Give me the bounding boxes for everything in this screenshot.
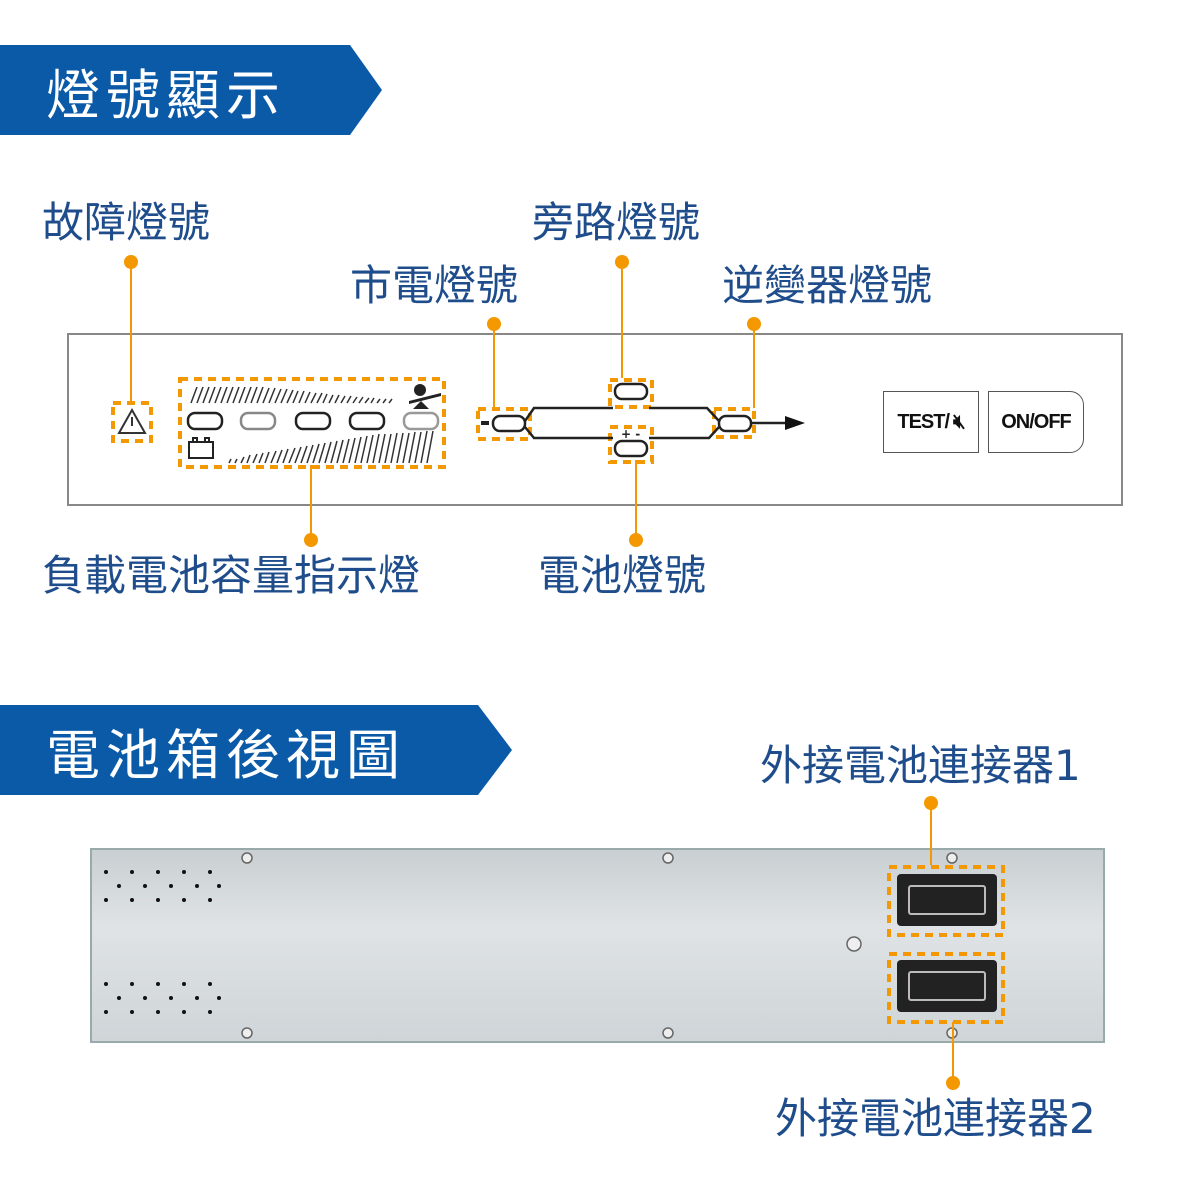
output-arrow-icon bbox=[785, 416, 805, 430]
label-fault: 故障燈號 bbox=[42, 198, 211, 247]
connector-1-highlight bbox=[887, 865, 1005, 937]
panel-diagram: + - bbox=[111, 377, 805, 469]
inverter-highlight bbox=[712, 407, 756, 439]
speaker-mute-icon: 🔇︎ bbox=[953, 410, 966, 433]
label-connector-2: 外接電池連接器2 bbox=[775, 1094, 1096, 1143]
front-panel: + - TEST/🔇︎ ON/OFF bbox=[67, 333, 1123, 506]
label-connector-1: 外接電池連接器1 bbox=[760, 741, 1081, 790]
vent-holes bbox=[104, 870, 221, 1014]
banner-arrow bbox=[350, 45, 382, 135]
battery-icon bbox=[188, 437, 214, 459]
dot-mains bbox=[487, 317, 501, 331]
load-bar-hatch bbox=[190, 386, 434, 464]
dot-fault bbox=[124, 255, 138, 269]
flow-diagram bbox=[481, 382, 785, 458]
section-banner-indicators: 燈號顯示 bbox=[0, 45, 350, 135]
dot-inverter bbox=[747, 317, 761, 331]
dot-connector-2 bbox=[946, 1076, 960, 1090]
bypass-highlight bbox=[608, 378, 654, 409]
section-title: 燈號顯示 bbox=[46, 63, 286, 127]
label-inverter: 逆變器燈號 bbox=[722, 261, 933, 310]
load-battery-highlight bbox=[178, 377, 446, 469]
section-title: 電池箱後視圖 bbox=[46, 723, 406, 787]
leader-connector-1 bbox=[930, 803, 932, 865]
battery-box-rear bbox=[90, 848, 1105, 1043]
leader-connector-2 bbox=[952, 1022, 954, 1083]
screws bbox=[241, 852, 958, 1039]
battery-sign: + - bbox=[621, 427, 640, 441]
test-label: TEST/ bbox=[897, 410, 950, 433]
section-banner-rear: 電池箱後視圖 bbox=[0, 705, 478, 795]
label-load-battery: 負載電池容量指示燈 bbox=[42, 551, 421, 600]
connector-2-highlight bbox=[887, 952, 1005, 1024]
warning-icon bbox=[117, 407, 147, 434]
leader-bypass bbox=[621, 262, 623, 378]
leader-battery bbox=[635, 460, 637, 540]
load-icon bbox=[409, 384, 441, 409]
label-battery: 電池燈號 bbox=[538, 551, 707, 600]
label-mains: 市電燈號 bbox=[350, 261, 519, 310]
connector-sockets bbox=[897, 874, 997, 1012]
fault-highlight bbox=[111, 401, 153, 443]
label-bypass: 旁路燈號 bbox=[532, 198, 701, 247]
dot-connector-1 bbox=[924, 796, 938, 810]
dot-bypass bbox=[615, 255, 629, 269]
leader-load-battery bbox=[310, 465, 312, 540]
dot-battery bbox=[629, 533, 643, 547]
battery-highlight bbox=[608, 425, 654, 464]
test-mute-button[interactable]: TEST/🔇︎ bbox=[883, 391, 979, 453]
leader-mains bbox=[493, 324, 495, 408]
capacity-leds bbox=[186, 411, 440, 431]
leader-inverter bbox=[753, 324, 755, 408]
onoff-button[interactable]: ON/OFF bbox=[988, 391, 1084, 453]
rear-diagram bbox=[104, 852, 1005, 1039]
dot-load-battery bbox=[304, 533, 318, 547]
leader-fault bbox=[130, 262, 132, 401]
banner-arrow bbox=[478, 705, 512, 795]
